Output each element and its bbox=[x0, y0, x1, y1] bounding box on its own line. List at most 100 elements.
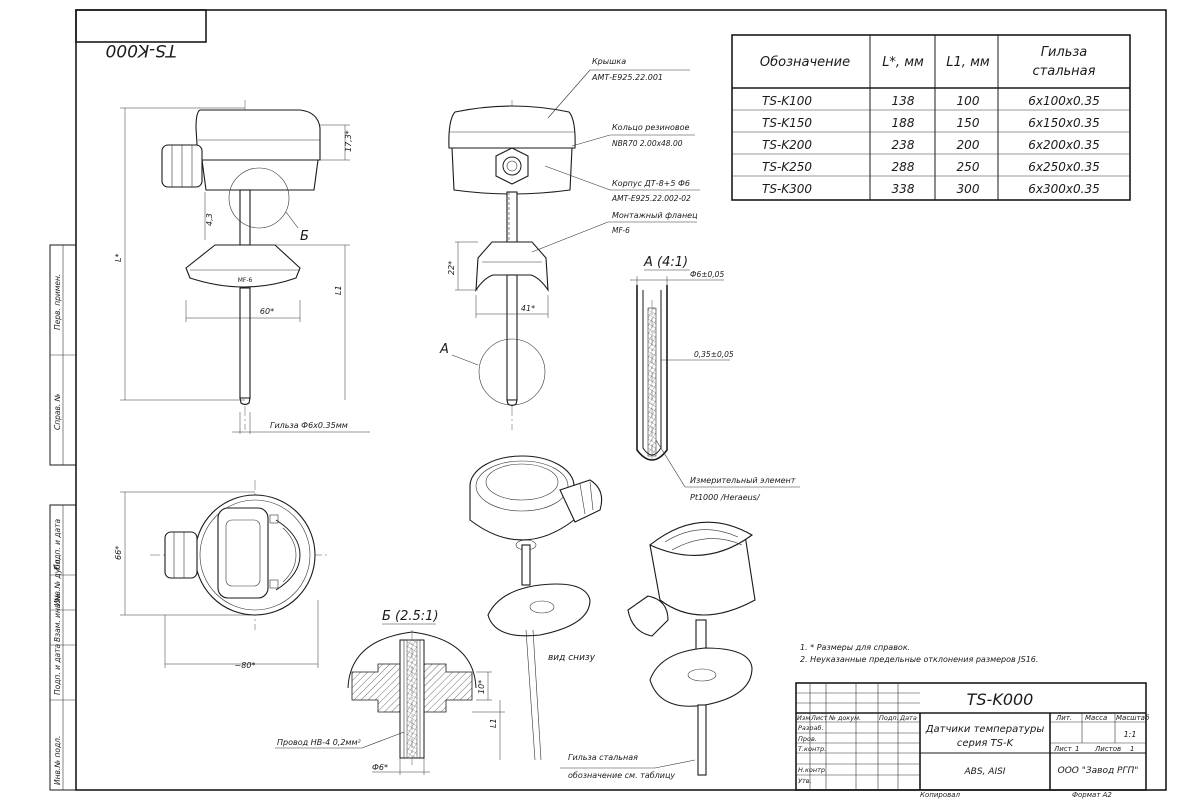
part-ring-code: NBR70 2.00x48.00 bbox=[612, 139, 683, 148]
side-stamp-label-3: Подп. и дата bbox=[53, 519, 62, 570]
stamp-code: TS-K000 bbox=[967, 690, 1034, 709]
detail-b-dim-L1: L1 bbox=[489, 718, 498, 728]
mirrored-code: TS-K000 bbox=[106, 40, 177, 60]
dimensions-table: Обозначение L*, мм L1, мм Гильза стальна… bbox=[731, 34, 1131, 201]
part-flange-name: Монтажный фланец bbox=[612, 211, 698, 220]
detail-b-dim-dia: Ф6* bbox=[372, 763, 388, 772]
stamp-sheet-no: 1 bbox=[1075, 745, 1079, 753]
stamp-scale: 1:1 bbox=[1124, 730, 1137, 739]
front-dim-L1: L1 bbox=[334, 285, 343, 295]
table-cell: 300 bbox=[957, 182, 980, 196]
front-dim-cap: 17,3* bbox=[344, 130, 353, 152]
side-stamp-label-7: Инв.№ подл. bbox=[53, 736, 62, 785]
side-stamp-label-4: Инв.№ дубл. bbox=[53, 557, 62, 606]
front-view: Б MF-6 L* 17,3* L1 4,3 60* Гильза Ф6х0.3… bbox=[114, 100, 370, 434]
stamp-role-ncontrol: Н.контр. bbox=[798, 766, 827, 774]
front-body bbox=[201, 159, 319, 191]
front-dim-L: L* bbox=[114, 254, 123, 262]
iso2-flange bbox=[649, 647, 753, 707]
part-body-name: Корпус ДТ-8+5 Ф6 bbox=[612, 179, 690, 188]
stamp-material: ABS, AISI bbox=[964, 767, 1006, 777]
table-cell: 250 bbox=[957, 160, 980, 174]
callout-a-label: А bbox=[439, 342, 449, 357]
front-flange-marking: MF-6 bbox=[238, 277, 253, 284]
top-dim-width: ~80* bbox=[235, 661, 256, 670]
stamp-col-sign: Подп. bbox=[879, 714, 899, 722]
detail-a-sensor-name: Измерительный элемент bbox=[690, 476, 796, 485]
detail-a-dim-dia: Ф6±0,05 bbox=[690, 270, 724, 279]
top-dim-height: 66* bbox=[114, 546, 123, 560]
detail-a-dim-wall: 0,35±0,05 bbox=[694, 350, 734, 359]
detail-a: А (4:1) Ф6±0,05 0,35±0,05 Измерительный … bbox=[630, 255, 800, 502]
table-cell: TS-K150 bbox=[762, 116, 812, 130]
table-header-designation: Обозначение bbox=[760, 55, 850, 70]
title-stamp: Изм Лист № докум. Подп. Дата Разраб. Про… bbox=[795, 682, 1150, 791]
part-flange-code: MF-6 bbox=[612, 226, 630, 235]
detail-b-wire-label: Провод НВ-4 0,2мм² bbox=[277, 738, 361, 747]
iso2-cover bbox=[648, 521, 754, 556]
table-header-sleeve-2: стальная bbox=[1033, 64, 1096, 79]
table-cell: TS-K200 bbox=[762, 138, 812, 152]
iso1-bottom-view-label: вид снизу bbox=[548, 653, 596, 663]
detail-a-sensor-code: Pt1000 /Heraeus/ bbox=[690, 493, 761, 502]
side-stamp-label-1: Перв. примен. bbox=[53, 274, 62, 330]
mirrored-code-box: TS-K000 bbox=[75, 9, 207, 60]
stamp-company: ООО "Завод РГП" bbox=[1058, 766, 1139, 776]
detail-a-title: А (4:1) bbox=[643, 255, 688, 270]
table-cell: 6х150х0.35 bbox=[1028, 116, 1099, 130]
table-cell: TS-K250 bbox=[762, 160, 812, 174]
side-view: А 22* 41* bbox=[439, 100, 576, 430]
front-sleeve-label: Гильза Ф6х0.35мм bbox=[270, 421, 348, 430]
table-cell: TS-K300 bbox=[762, 182, 812, 196]
table-cell: 200 bbox=[957, 138, 980, 152]
part-cover-code: АМТ-Е925.22.001 bbox=[591, 73, 663, 82]
callout-b-label: Б bbox=[300, 229, 309, 244]
notes: 1. * Размеры для справок. 2. Неуказанные… bbox=[800, 643, 1038, 664]
side-gland bbox=[495, 147, 529, 185]
table-header-L: L*, мм bbox=[882, 55, 924, 70]
callout-b-circle bbox=[228, 167, 290, 229]
iso1-body bbox=[469, 486, 575, 541]
table-cell: 100 bbox=[957, 94, 980, 108]
callout-a-circle bbox=[478, 338, 546, 406]
table-header-sleeve-1: Гильза bbox=[1041, 45, 1088, 60]
iso1-gland bbox=[559, 479, 603, 523]
part-leaders: Крышка АМТ-Е925.22.001 Кольцо резиновое … bbox=[531, 57, 700, 253]
side-dim-flange-height: 22* bbox=[447, 261, 456, 275]
stamp-mass: Масса bbox=[1085, 714, 1107, 722]
stamp-lit: Лит. bbox=[1055, 714, 1072, 722]
stamp-format: Формат А2 bbox=[1072, 791, 1112, 799]
front-probe bbox=[239, 287, 251, 399]
stamp-role-dev: Разраб. bbox=[798, 724, 824, 732]
table-cell: 338 bbox=[892, 182, 915, 196]
detail-b-flange-left bbox=[351, 663, 401, 713]
detail-b-title: Б (2.5:1) bbox=[382, 609, 439, 624]
stamp-copied: Копировал bbox=[920, 791, 961, 799]
stamp-col-doc: № докум. bbox=[828, 714, 861, 722]
table-cell: 138 bbox=[892, 94, 915, 108]
side-dim-flange-width: 41* bbox=[521, 304, 535, 313]
iso-view-top bbox=[627, 521, 756, 776]
front-dim-gap: 4,3 bbox=[205, 213, 214, 226]
detail-b-flange-right bbox=[423, 663, 473, 713]
side-flange bbox=[475, 241, 549, 293]
side-stamp-label-6: Подп. и дата bbox=[53, 644, 62, 695]
front-cover bbox=[195, 109, 321, 161]
side-stamp-label-2: Справ. № bbox=[53, 393, 62, 430]
table-cell: 150 bbox=[957, 116, 980, 130]
stamp-sheets: Листов bbox=[1094, 745, 1121, 753]
front-flange bbox=[185, 244, 301, 288]
detail-a-sleeve bbox=[636, 285, 668, 461]
iso2-gland bbox=[627, 595, 669, 637]
table-cell: 6х100х0.35 bbox=[1028, 94, 1099, 108]
stamp-role-check: Пров. bbox=[798, 735, 817, 743]
stamp-sheets-no: 1 bbox=[1130, 745, 1134, 753]
stamp-role-tcontrol: Т.контр. bbox=[798, 745, 826, 753]
top-cover-plate bbox=[217, 507, 269, 599]
top-cable-gland bbox=[164, 531, 198, 579]
stamp-name-1: Датчики температуры bbox=[925, 724, 1045, 735]
side-cover bbox=[448, 105, 576, 149]
table-cell: 288 bbox=[892, 160, 915, 174]
iso-view-bottom: вид снизу bbox=[469, 455, 603, 761]
